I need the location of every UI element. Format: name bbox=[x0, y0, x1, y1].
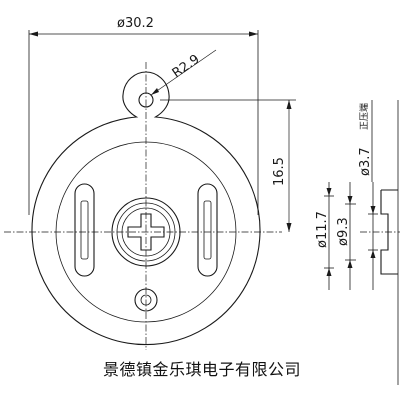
inner-ring bbox=[55, 141, 237, 323]
dimension-text-overall-diameter: ø30.2 bbox=[117, 16, 154, 31]
dimension-text-flange-diameter: ø11.7 bbox=[315, 211, 330, 248]
dimension-text-stem-diameter: ø9.3 bbox=[336, 217, 351, 246]
dimension-height: 16.5 bbox=[160, 99, 296, 232]
terminal-polarity-note: 正压端 bbox=[358, 103, 370, 130]
dimension-hole-radius: R2.9 bbox=[150, 49, 217, 96]
dimension-text-height: 16.5 bbox=[272, 157, 287, 186]
terminal-right bbox=[197, 183, 218, 277]
dimension-text-inner-hole-diameter: ø3.7 bbox=[358, 147, 373, 176]
body-outline bbox=[31, 71, 261, 346]
mounting-hole-bottom bbox=[134, 288, 158, 312]
company-name: 景德镇金乐琪电子有限公司 bbox=[103, 360, 302, 379]
dimension-text-hole-radius: R2.9 bbox=[170, 52, 203, 81]
dimension-overall-diameter: ø30.2 bbox=[29, 16, 258, 37]
mounting-hole-top bbox=[138, 92, 154, 108]
terminal-left bbox=[74, 183, 95, 277]
center-boss bbox=[111, 197, 181, 267]
side-view bbox=[324, 100, 400, 385]
